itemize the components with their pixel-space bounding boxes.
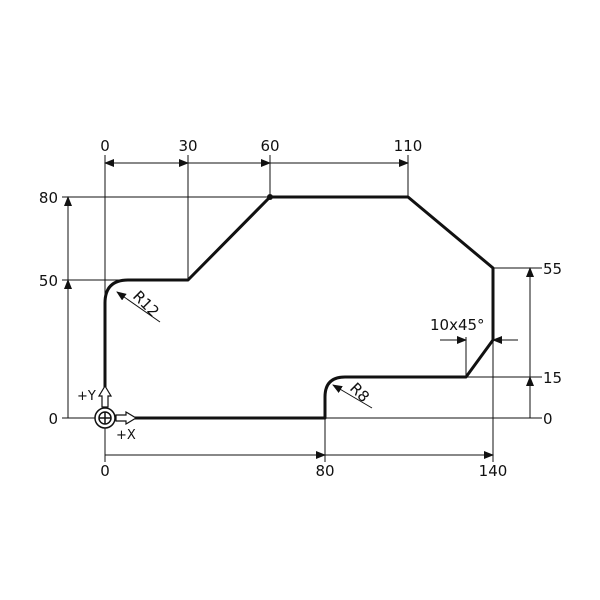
top-dim-30: 30 [178, 137, 197, 155]
x-axis-arrow-icon [115, 410, 138, 426]
x-axis-label: +X [116, 428, 136, 443]
origin-symbol [94, 407, 116, 429]
reference-point [267, 194, 273, 200]
radius-small-label: R8 [346, 379, 373, 406]
bottom-extension-lines [104, 340, 494, 462]
top-extension-lines [104, 155, 409, 410]
bottom-dim-140: 140 [479, 462, 508, 480]
right-dim-0: 0 [543, 410, 553, 428]
radius-large-label: R12 [129, 287, 163, 321]
y-axis-arrow-icon [97, 384, 113, 408]
chamfer-dimension [440, 336, 518, 377]
left-dim-0: 0 [48, 410, 58, 428]
top-dim-110: 110 [394, 137, 423, 155]
top-dim-0: 0 [100, 137, 110, 155]
chamfer-label: 10x45° [430, 316, 485, 334]
left-dim-80: 80 [39, 189, 58, 207]
bottom-dim-0: 0 [100, 462, 110, 480]
radius-large-leader [116, 291, 161, 323]
radius-small-leader [332, 384, 373, 409]
y-axis-label: +Y [77, 389, 96, 404]
bottom-dim-80: 80 [315, 462, 334, 480]
right-dim-55: 55 [543, 260, 562, 278]
right-dim-15: 15 [543, 369, 562, 387]
left-dim-50: 50 [39, 272, 58, 290]
top-dim-60: 60 [260, 137, 279, 155]
